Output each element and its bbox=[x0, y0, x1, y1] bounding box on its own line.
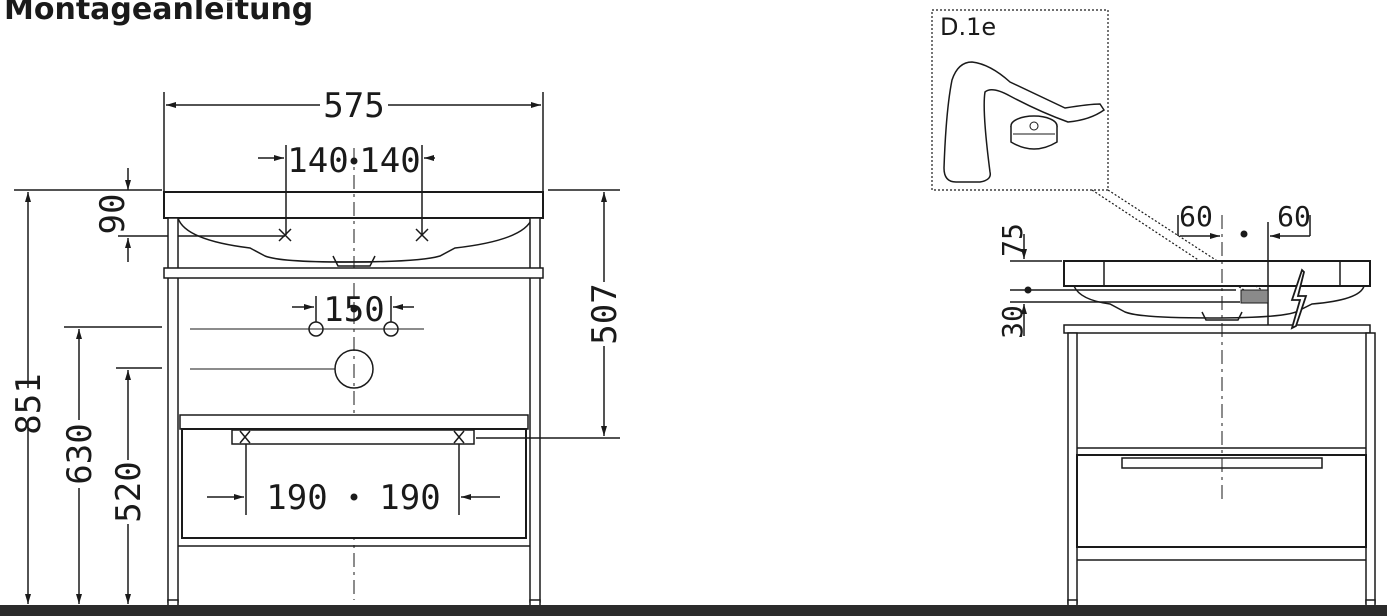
dim-total-height: 851 bbox=[9, 373, 49, 434]
dim-side-left: 60 bbox=[1179, 200, 1213, 233]
dim-side-30: 30 bbox=[996, 305, 1029, 339]
center-dot bbox=[1024, 286, 1032, 294]
dim-top-offset: 90 bbox=[93, 194, 133, 235]
front-view bbox=[14, 92, 620, 609]
dim-side-75: 75 bbox=[996, 223, 1029, 257]
center-dot bbox=[350, 157, 358, 165]
dim-tap-left: 140 bbox=[287, 141, 348, 181]
electric-connection-icon bbox=[1290, 268, 1308, 330]
dim-drain-spacing: 150 bbox=[323, 290, 384, 330]
dim-basin-depth: 507 bbox=[585, 283, 625, 344]
detail-box bbox=[931, 9, 1109, 191]
dim-drawer-left: 190 bbox=[266, 478, 327, 518]
tap-hole-left bbox=[278, 228, 292, 242]
faucet-icon bbox=[943, 61, 1106, 183]
footer-bar bbox=[0, 605, 1387, 616]
center-dot bbox=[1240, 230, 1248, 238]
dim-side-right: 60 bbox=[1277, 200, 1311, 233]
detail-label: D.1e bbox=[940, 13, 996, 41]
sensor-position-marker bbox=[1240, 289, 1269, 304]
page-title: Montageanleitung bbox=[4, 0, 314, 27]
side-view bbox=[1010, 215, 1376, 609]
dim-drawer-right: 190 bbox=[379, 478, 440, 518]
dim-height-630: 630 bbox=[60, 423, 100, 484]
dim-tap-right: 140 bbox=[359, 141, 420, 181]
center-dot bbox=[350, 305, 358, 313]
center-dot bbox=[350, 493, 358, 501]
dim-width: 575 bbox=[323, 86, 384, 126]
dim-height-520: 520 bbox=[109, 461, 149, 522]
